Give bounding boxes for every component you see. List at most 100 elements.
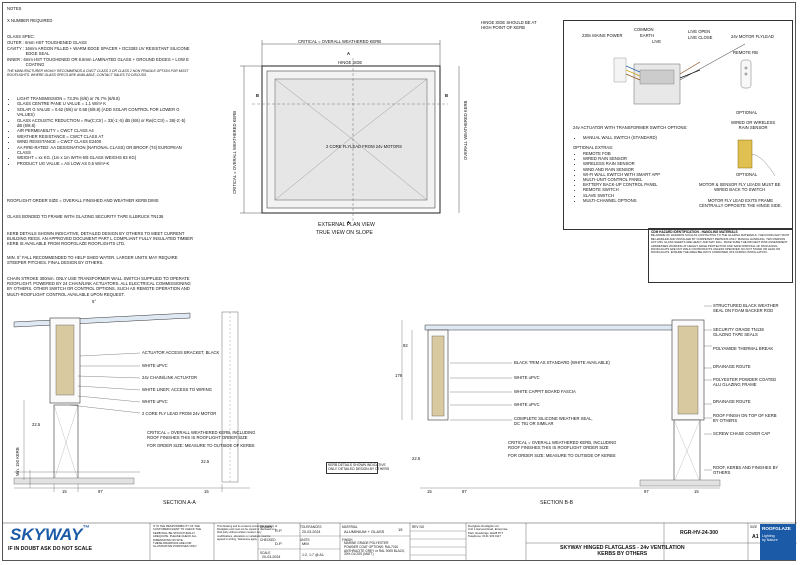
section-b-dim-179: 179 [395,373,402,378]
section-b-label-left: BLACK TRIM AS STANDARD (WHITE AVAILABLE) [514,360,610,365]
property-disclaimer: This Drawing and its contents remain the… [217,525,278,541]
glass-spec-title: GLASS SPEC: [7,34,35,39]
extra-item: MULTI-CHANNEL OPTIONS [583,198,660,203]
glass-bonded-note: GLASS BONDED TO FRAME WITH GLAZING SECUR… [7,214,164,219]
section-b-label-right: POLYAMIDE THERMAL BREAK [713,346,774,351]
section-a-label: 24v CHAIN/LINK ACTUATOR [142,375,197,380]
extra-item: BATTERY BACK-UP CONTROL PANEL [583,182,660,187]
section-b-label-right: DRAINAGE ROUTE [713,364,751,369]
partner-wordmark: ROOFGLAZE [762,526,791,531]
scale-value: 1:2, 1:7 @ A1 [302,553,324,557]
spec-item: GLASS CENTRE PANE U VALUE = 1.1 W/m² K [17,101,267,106]
live-open-label: LIVE OPEN [688,29,711,34]
section-marker-b-bottom: A [347,220,351,225]
extra-item: SLAVE SWITCH [583,193,660,198]
date-label: SCALE [260,551,271,555]
section-b-dim-15: 15 [427,489,432,494]
checked-label: CHECKED [260,538,276,542]
plan-caption-1: EXTERNAL PLAN VIEW [318,222,375,228]
section-a-dim-15-right: 15 [204,489,209,494]
section-b-label-left: WHITE uPVC [514,375,540,380]
section-b-dim-97: 97 [462,489,467,494]
standard-switch-list: MANUAL WALL SWITCH (STANDARD) [573,135,657,140]
spec-item: WEATHER RESISTANCE = CWCT CLASS A7 [17,134,267,139]
section-a-label: WHITE uPVC [142,363,168,368]
section-a-label: WHITE LINER: ACCESS TO WIRING [142,387,212,392]
material-value: ALUMINIUM + GLASS [344,529,385,534]
section-marker-a-left: B [256,93,260,98]
remote-rb-label: REMOTE RB [733,50,758,55]
section-a-label: 2 CORE FLY LEAD FROM 24v MOTOR [142,411,217,416]
extra-item: WIRED RAIN SENSOR [583,156,660,161]
kerb-details-note: KERB DETAILS SHOWN INDICATIVE, DETAILED … [7,231,193,247]
section-marker-a-right: B [445,93,449,98]
optional-extras-title: OPTIONAL EXTRAS: [573,145,614,150]
wiring-panel [563,20,793,230]
section-b-order: FOR ORDER SIZE: MEASURE TO OUTSIDE OF KE… [508,453,616,458]
kerb-note-box [326,462,378,474]
section-b-dim-82: 82 [403,343,408,348]
section-marker-b-top: A [347,51,351,56]
section-b-dim-15-right: 15 [694,489,699,494]
section-a-order: FOR ORDER SIZE: MEASURE TO OUTSIDE OF KE… [147,443,255,448]
section-a-angle: 5° [92,299,97,304]
flylead-exit-note: MOTOR FLY LEAD EXITS FRAME CENTRALLY OPP… [699,198,782,209]
chain-stroke-note: CHAIN STROKE 300mm. ONLY USE TRANSFORMER… [7,276,191,297]
warning-title: CDM HAZARD IDENTIFICATION - HANDLING MAT… [651,230,738,234]
checked-by: D.P. [275,541,283,546]
spec-item: AA FIRE-RATED: AA DESIGNATION (NATIONAL … [17,145,267,156]
optional-label-2: OPTIONAL [736,172,758,177]
extra-item: WI-FI WALL SWITCH WITH SMART APP [583,172,660,177]
spec-item: SOLAR G VALUE = 0.62 (6/6) or 0.58 (6/8.… [17,107,267,118]
spec-item: WEIGHT = xx KG. (1m x 1m WITH 6/6 GLASS … [17,155,267,160]
glass-spec-list: LIGHT TRANSMISSION = 73.3% (6/6) or 76.7… [7,96,267,166]
section-a-caption: SECTION A-A [163,500,196,506]
plan-caption-2: TRUE VIEW ON SLOPE [316,230,373,236]
finish-label: FINISH [342,538,353,542]
section-a-dim-225-right: 22.5 [201,459,210,464]
glass-spec-inner: INNER : 6mm HST TOUGHENED OR 8.8mm LAMIN… [7,57,189,68]
section-b-label-right: POLYESTER POWDER COATED ALU GLAZING FRAM… [713,377,777,388]
min-fall-note: MIN. 5° FALL RECOMMENDED TO HELP SHED WA… [7,255,178,266]
rain-sensor-label: WIRED OR WIRELESS RAIN SENSOR [731,120,776,131]
section-b-label-right: STRUCTURED BLACK WEATHER SEAL ON FOAM BA… [713,303,779,314]
cdm-warning-box: CDM HAZARD IDENTIFICATION - HANDLING MAT… [648,228,793,283]
extras-list: REMOTE FOB WIRED RAIN SENSOR WIRELESS RA… [573,151,660,203]
live-close-label: LIVE CLOSE [688,35,713,40]
section-b-label-left: WHITE CAPPIT BOARD FASCIA [514,389,576,394]
drawn-by: R.P. [275,528,283,533]
customer-responsibility-note: IT IS THE RESPONSIBILITY OF THE CUSTOMER… [153,524,202,549]
sheet-size-value: A1 [752,534,759,540]
mains-label: 230v MAINS POWER [582,33,623,38]
spec-item: GLASS ACOUSTIC REDUCTION = Rw(C;Ctr) = 3… [17,118,267,129]
extra-item: MULTI-UNIT CONTROL PANEL [583,177,660,182]
roofglaze-logo: ROOFGLAZE Lighting by Nature [760,524,796,560]
motors-label: 2 CORE FLYLEAD FROM 24v MOTORS [326,144,402,149]
units-value: MM [302,541,309,546]
skyway-logo: SKYWAY™ [10,525,89,545]
quantity-value: 15 [398,527,403,532]
optional-label-1: OPTIONAL [736,110,758,115]
section-b-label-left: COMPLETE SILICONE WEATHER SEAL, DC 791 O… [514,416,593,427]
finish-value: MARINE GRADE POLYESTER POWDER COAT OPTIO… [344,541,406,557]
extra-item: WIRELESS RAIN SENSOR [583,161,660,166]
brand-wordmark: SKYWAY [10,525,83,544]
trademark-symbol: ™ [82,525,90,532]
spec-item: PRODUCT UG VALUE = AS LOW AS 0.5 W/m²-K [17,161,267,166]
section-a-label: ACTUATOR ACCESS BRACKET, BLACK [142,350,220,355]
glass-spec-cavity: CAVITY : 16mm ARGON FILLED + WARM EDGE S… [7,46,190,57]
section-b-label-right: SECURITY GRADE TN136 GLAZING TAPE SEALS [713,327,764,338]
standard-switch: MANUAL WALL SWITCH (STANDARD) [583,135,657,140]
section-b-label-right: DRAINAGE ROUTE [713,399,751,404]
notes-heading: NOTES [7,6,22,11]
plan-top-label: CRITICAL = OVERALL WEATHERED KERB [298,39,382,44]
extra-item: WIND AND RAIN SENSOR [583,167,660,172]
hinge-side-note: HINGE SIDE SHOULD BE AT HIGH POINT OF KE… [481,20,537,31]
date-drawn: 20-03-2024 [302,530,321,534]
motor-sensor-note: MOTOR & SENSOR FLY LEADS MUST BE WIRED B… [699,182,781,193]
section-a-critical: CRITICAL = OVERALL WEATHERED KERB, INCLU… [147,430,256,441]
